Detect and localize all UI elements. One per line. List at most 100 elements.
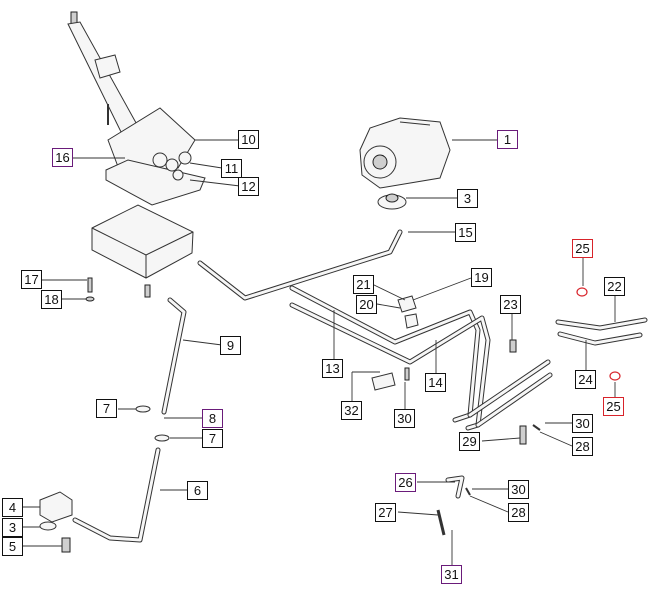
callout-17[interactable]: 17: [21, 270, 42, 289]
callout-27[interactable]: 27: [375, 503, 396, 522]
callout-5[interactable]: 5: [2, 537, 23, 556]
clip-20: [397, 295, 417, 313]
pipe-6: [72, 447, 161, 543]
pipe-6-inner: [73, 448, 160, 542]
banjo-bolt-5: [61, 537, 71, 553]
leader-29: [481, 437, 521, 442]
callout-9[interactable]: 9: [220, 336, 241, 355]
pump-seal-washer: [377, 193, 407, 210]
banjo-block-4: [39, 491, 73, 523]
pipe-15-inner: [198, 230, 402, 300]
cover-box-edge-1: [91, 227, 147, 256]
clip-32: [371, 372, 396, 391]
callout-30-lower[interactable]: 30: [508, 480, 529, 499]
washer-18: [85, 296, 95, 302]
column-collar: [94, 54, 121, 79]
pipe-9-inner: [162, 298, 186, 414]
column-base-plate: [105, 159, 206, 206]
pipe-15: [197, 229, 403, 301]
callout-3-lower[interactable]: 3: [2, 518, 23, 537]
callout-23[interactable]: 23: [500, 295, 521, 314]
callout-32[interactable]: 32: [341, 401, 362, 420]
cover-box-edge-2: [145, 231, 194, 256]
callout-15[interactable]: 15: [455, 223, 476, 242]
callout-6[interactable]: 6: [187, 481, 208, 500]
callout-13[interactable]: 13: [322, 359, 343, 378]
pump-top-edge: [399, 121, 431, 126]
callout-25-lower[interactable]: 25: [603, 397, 624, 416]
callout-1[interactable]: 1: [497, 130, 518, 149]
pipes-22-24: [555, 317, 648, 346]
callout-8[interactable]: 8: [202, 409, 223, 428]
steering-column: [67, 21, 141, 139]
pipe-24-inner: [558, 332, 642, 345]
callout-10[interactable]: 10: [238, 130, 259, 149]
callout-11[interactable]: 11: [221, 159, 242, 178]
leader-28-lower: [469, 495, 509, 513]
callout-4[interactable]: 4: [2, 498, 23, 517]
steering-column-assembly: [67, 11, 206, 206]
red-seal-lower: [609, 371, 621, 381]
pipe-13-inner: [290, 286, 480, 422]
leader-9: [182, 339, 223, 346]
leader-lines: [22, 139, 616, 565]
callout-22[interactable]: 22: [604, 277, 625, 296]
pump-shaft: [372, 154, 388, 170]
spring-30-lower: [465, 487, 471, 496]
callout-12[interactable]: 12: [238, 177, 259, 196]
callout-7-lower[interactable]: 7: [202, 429, 223, 448]
callout-14[interactable]: 14: [425, 373, 446, 392]
hydraulic-pump: [359, 117, 451, 189]
spring-28: [532, 424, 541, 431]
leader-21: [371, 283, 406, 301]
callout-24[interactable]: 24: [575, 370, 596, 389]
cover-box-body: [91, 204, 194, 279]
lever-26-inner: [446, 476, 464, 498]
leader-27: [397, 511, 439, 516]
bolt-17: [87, 277, 93, 293]
callout-26[interactable]: 26: [395, 473, 416, 492]
callout-28-lower[interactable]: 28: [508, 503, 529, 522]
callout-25-upper[interactable]: 25: [572, 239, 593, 258]
callout-30-upper[interactable]: 30: [394, 409, 415, 428]
seal-washer-core: [385, 193, 399, 203]
small-fittings: [39, 277, 541, 553]
pipe-branch-1-inner: [468, 360, 550, 417]
leader-28-right: [539, 431, 573, 447]
pipe-9: [161, 297, 187, 415]
cover-box: [91, 204, 194, 279]
red-seal-upper: [576, 287, 588, 297]
callout-29[interactable]: 29: [459, 432, 480, 451]
pipe-22-inner: [556, 318, 647, 330]
leader-19: [412, 277, 472, 301]
red-parts-25: [576, 287, 621, 381]
valve-port-1: [152, 152, 168, 168]
callout-3-upper[interactable]: 3: [457, 189, 478, 208]
leader-12: [189, 179, 241, 187]
valve-port-4: [172, 169, 184, 181]
leader-20: [376, 303, 401, 309]
pin-29: [519, 425, 527, 445]
callout-20[interactable]: 20: [356, 295, 377, 314]
callout-31[interactable]: 31: [441, 565, 462, 584]
callout-19[interactable]: 19: [471, 268, 492, 287]
bolt-cover: [144, 284, 151, 298]
callout-7-upper[interactable]: 7: [96, 399, 117, 418]
callout-30-right[interactable]: 30: [572, 414, 593, 433]
valve-port-2: [165, 158, 179, 172]
leader-11: [189, 162, 223, 169]
clip-21: [404, 313, 419, 329]
o-ring-7-upper: [135, 405, 151, 413]
pin-27: [436, 509, 446, 536]
callout-18[interactable]: 18: [41, 290, 62, 309]
pipes-13-14: [289, 285, 553, 431]
callout-28-right[interactable]: 28: [572, 437, 593, 456]
bolt-30-upper: [404, 367, 410, 381]
callout-21[interactable]: 21: [353, 275, 374, 294]
callout-16[interactable]: 16: [52, 148, 73, 167]
seal-ring-3: [39, 521, 57, 531]
pipe-13-outline: [289, 285, 481, 423]
pipe-branch-2-inner: [476, 373, 552, 427]
